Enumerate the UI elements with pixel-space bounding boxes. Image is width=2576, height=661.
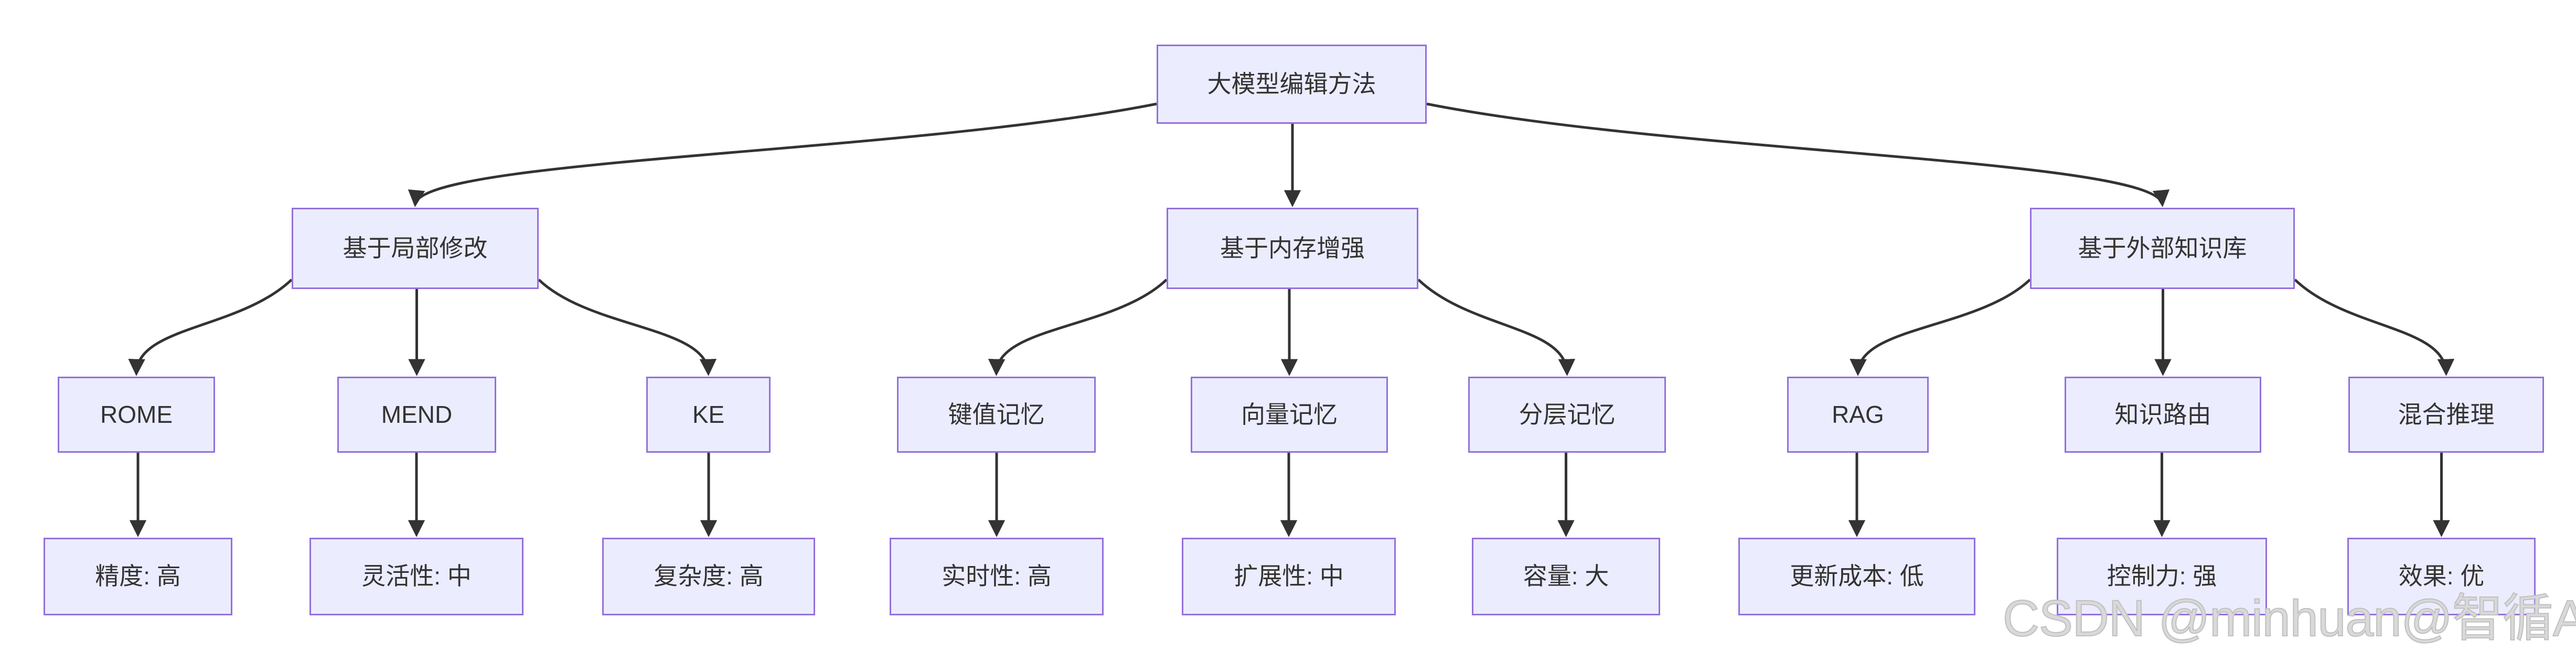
node-ke-attr: 复杂度: 高 — [602, 538, 815, 615]
node-kv: 键值记忆 — [897, 377, 1096, 453]
node-hybrid: 混合推理 — [2348, 377, 2544, 453]
node-kv-attr: 实时性: 高 — [890, 538, 1104, 615]
node-mend: MEND — [337, 377, 496, 453]
node-rome: ROME — [58, 377, 215, 453]
node-hier: 分层记忆 — [1468, 377, 1666, 453]
edge-local-to-rome — [128, 279, 293, 376]
node-ke: KE — [646, 377, 771, 453]
edge-external-to-rag — [1850, 279, 2031, 376]
node-routing: 知识路由 — [2065, 377, 2261, 453]
edge-root-to-external — [1426, 102, 2169, 207]
edge-root-to-local — [408, 102, 1157, 207]
node-memory: 基于内存增强 — [1167, 208, 1418, 289]
edge-memory-to-kv — [988, 279, 1168, 376]
edge-local-to-ke — [538, 279, 717, 376]
node-vector: 向量记忆 — [1191, 377, 1388, 453]
node-routing-attr: 控制力: 强 — [2057, 538, 2267, 615]
node-hybrid-attr: 效果: 优 — [2347, 538, 2536, 615]
node-mend-attr: 灵活性: 中 — [309, 538, 523, 615]
node-rag-attr: 更新成本: 低 — [1738, 538, 1975, 615]
edge-memory-to-hier — [1417, 279, 1576, 376]
node-root: 大模型编辑方法 — [1157, 45, 1427, 124]
node-rag: RAG — [1787, 377, 1929, 453]
edge-external-to-hybrid — [2294, 279, 2455, 376]
node-local: 基于局部修改 — [292, 208, 539, 289]
node-hier-attr: 容量: 大 — [1472, 538, 1660, 615]
node-vector-attr: 扩展性: 中 — [1182, 538, 1396, 615]
node-rome-attr: 精度: 高 — [44, 538, 232, 615]
node-external: 基于外部知识库 — [2030, 208, 2295, 289]
